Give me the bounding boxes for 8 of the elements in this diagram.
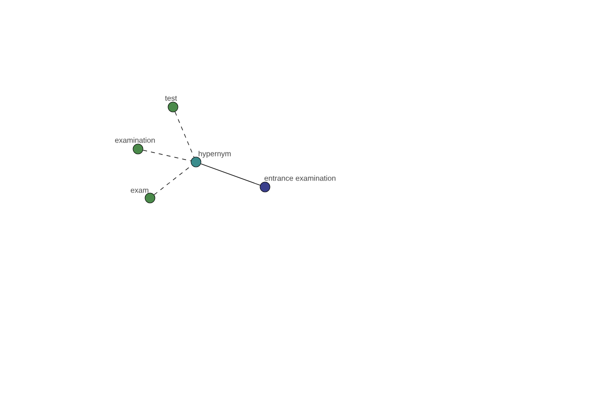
graph-node — [144, 192, 156, 204]
connector-line — [142, 150, 192, 162]
graph-node — [190, 156, 202, 168]
connector-line — [200, 164, 260, 186]
connector-line — [174, 112, 194, 158]
graph-node — [260, 182, 270, 192]
graph-node — [132, 144, 144, 154]
graph-node — [168, 102, 178, 112]
